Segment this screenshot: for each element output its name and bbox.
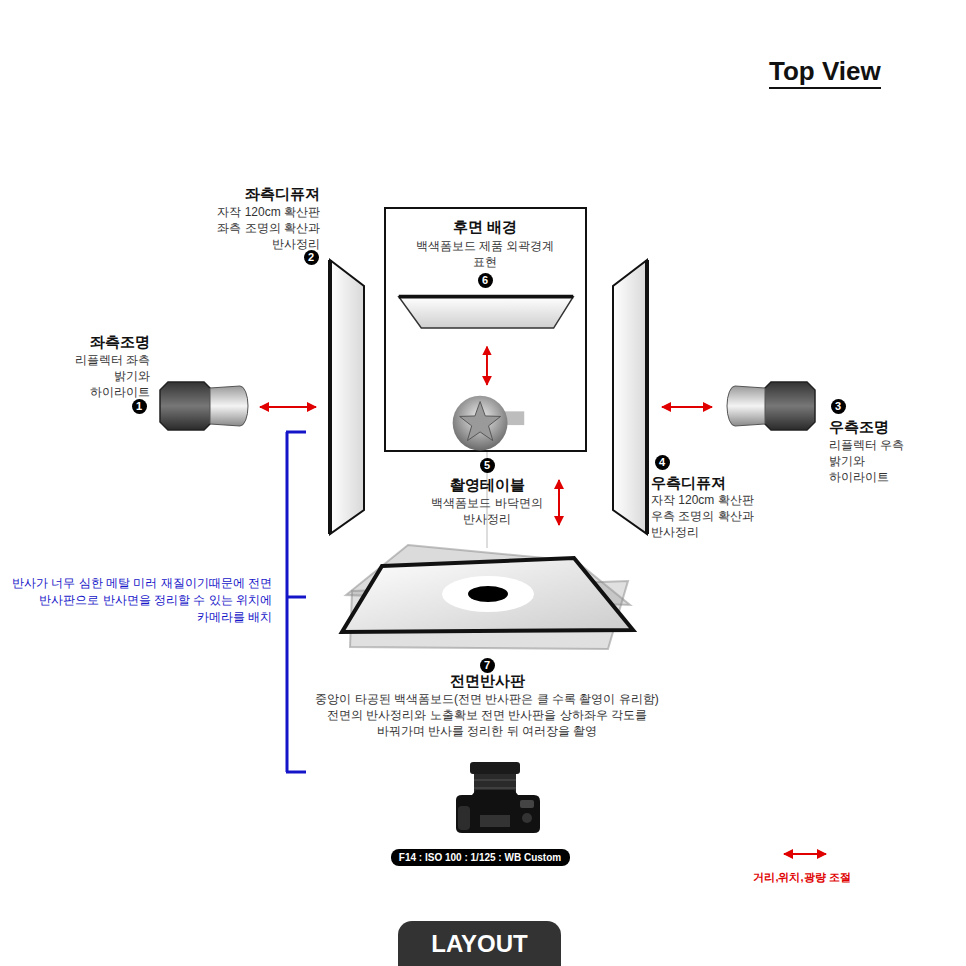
node-heading: 촬영테이블: [432, 476, 542, 494]
node-body: 백색폼보드 제품 외곽경계 표현: [410, 238, 560, 270]
note-text: 반사가 너무 심한 메탈 미러 재질이기때문에 전면 반사판으로 반사면을 정리…: [12, 575, 272, 626]
diagram-title: Top View: [769, 55, 881, 89]
right-light: 3우측조명리플렉터 우측 밝기와 하이라이트: [722, 380, 815, 432]
shape-part: [286, 431, 306, 434]
node-body: 백색폼보드 바닥면의 반사정리: [431, 495, 543, 527]
callout-number: 1: [132, 399, 147, 414]
shape-part: [727, 386, 765, 426]
shape-part: [763, 382, 815, 430]
right-diffuser-shape: [610, 258, 650, 536]
node-body: 리플렉터 좌측 밝기와 하이라이트: [70, 352, 150, 400]
shape-part: [456, 790, 540, 833]
node-heading: 좌측디퓨져: [200, 185, 320, 203]
node-heading: 좌측조명: [50, 333, 150, 351]
shape-part: [460, 402, 501, 441]
shape-part: [480, 815, 510, 827]
shape-part: [210, 386, 248, 426]
node-body: 중앙이 타공된 백색폼보드(전면 반사판은 클 수록 촬영이 유리함) 전면의 …: [312, 691, 662, 739]
left-light-shape: [160, 380, 250, 432]
caption-tab: LAYOUT: [398, 921, 561, 966]
shape-part: [613, 260, 647, 534]
node-heading: 우측디퓨져: [651, 474, 761, 492]
front-reflector-shape: [338, 543, 638, 653]
shape-part: [474, 788, 516, 789]
shape-part: [286, 432, 306, 772]
shape-part: [486, 347, 488, 385]
legend-arrow: [784, 853, 826, 855]
table-label: 5 촬영테이블백색폼보드 바닥면의 반사정리: [432, 458, 544, 528]
adjust-arrow: [558, 480, 560, 525]
shape-part: [727, 382, 815, 430]
shape-part: [442, 576, 534, 612]
callout-number: 2: [304, 250, 319, 265]
shape-part: [399, 297, 573, 328]
shape-part: [522, 813, 532, 823]
shape-part: [286, 432, 289, 772]
node-heading: 전면반사판: [407, 672, 567, 690]
callout-number: 3: [831, 399, 846, 414]
node-body: 자작 120cm 확산판 우측 조명의 확산과 반사정리: [651, 492, 766, 540]
shape-part: [468, 586, 508, 602]
adjust-arrow: [260, 406, 316, 408]
callout-number: 5: [480, 458, 495, 473]
shape-part: [286, 596, 306, 599]
legend-text: 거리,위치,광량 조절: [753, 870, 850, 885]
callout-number: 7: [480, 658, 495, 673]
caption-text: LAYOUT: [398, 921, 561, 966]
callout-number: 4: [655, 455, 670, 470]
right-light-shape: [722, 380, 815, 432]
left-diffuser: 좌측디퓨져자작 120cm 확산판 좌측 조명의 확산과 반사정리2: [328, 258, 366, 536]
camera-settings-text: F14 : ISO 100 : 1/125 : WB Custom: [391, 849, 570, 866]
shape-part: [458, 806, 470, 830]
shape-part: [456, 762, 540, 833]
front-reflector: 7전면반사판중앙이 타공된 백색폼보드(전면 반사판은 클 수록 촬영이 유리함…: [338, 543, 638, 653]
right-diffuser: 4우측디퓨져자작 120cm 확산판 우측 조명의 확산과 반사정리: [610, 258, 650, 536]
node-body: 리플렉터 우측 밝기와 하이라이트: [829, 437, 909, 485]
background-box: 후면 배경백색폼보드 제품 외곽경계 표현 6: [384, 207, 587, 452]
shape-part: [330, 260, 364, 534]
shape-part: [520, 800, 534, 808]
shape-part: [399, 295, 573, 299]
shape-part: [160, 382, 212, 430]
shape-part: [645, 260, 649, 534]
shape-part: [328, 260, 332, 534]
shape-part: [470, 762, 520, 774]
camera-settings: F14 : ISO 100 : 1/125 : WB Custom: [391, 849, 570, 866]
shape-part: [474, 780, 516, 781]
node-heading: 후면 배경: [405, 218, 565, 236]
adjust-arrow: [662, 406, 712, 408]
node-body: 자작 120cm 확산판 좌측 조명의 확산과 반사정리: [200, 204, 320, 252]
shape-part: [342, 558, 633, 632]
callout-number: 6: [478, 273, 493, 288]
shape-part: [286, 771, 306, 774]
left-diffuser-shape: [328, 258, 366, 536]
left-light: 좌측조명리플렉터 좌측 밝기와 하이라이트1: [160, 380, 250, 432]
node-heading: 우측조명: [829, 418, 929, 436]
shape-part: [453, 396, 508, 451]
